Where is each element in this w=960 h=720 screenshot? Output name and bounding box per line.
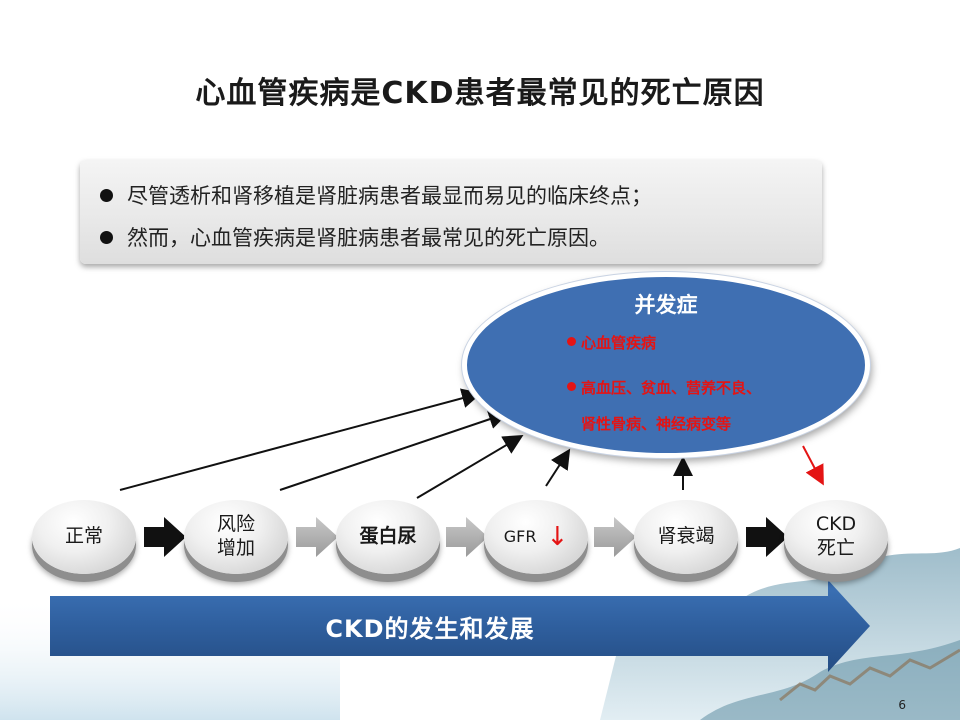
stage-label: CKD 死亡 <box>815 513 857 559</box>
bullet-box: 尽管透析和肾移植是肾脏病患者最显而易见的临床终点； 然而，心血管疾病是肾脏病患者… <box>80 160 822 264</box>
stage-normal: 正常 <box>32 500 136 574</box>
stage-proteinuria: 蛋白尿 <box>336 500 440 574</box>
stage-arrow-2 <box>296 517 338 557</box>
complication-text: 高血压、贫血、营养不良、 <box>581 379 762 397</box>
link-normal-to-complications <box>119 388 482 491</box>
bullet-dot-icon <box>567 337 576 346</box>
slide-title: 心血管疾病是CKD患者最常见的死亡原因 <box>195 76 765 111</box>
stage-label: 蛋白尿 <box>359 525 417 548</box>
complications-oval: 并发症 心血管疾病 高血压、贫血、营养不良、 肾性骨病、神经病变等 <box>462 272 870 458</box>
stage-risk-increase: 风险 增加 <box>184 500 288 574</box>
link-complications-to-death <box>802 445 824 486</box>
stage-label: 肾衰竭 <box>657 525 715 548</box>
bullet-dot-icon <box>100 230 113 244</box>
stage-label: 风险 增加 <box>216 513 255 559</box>
bullet-dot-icon <box>567 382 576 391</box>
banner-label: CKD的发生和发展 <box>325 614 535 643</box>
page-number: 6 <box>898 698 906 712</box>
stage-ckd-death: CKD 死亡 <box>784 500 888 574</box>
complications-title: 并发症 <box>634 293 698 317</box>
stage-label: GFR <box>503 527 537 546</box>
bullet-item: 然而，心血管疾病是肾脏病患者最常见的死亡原因。 <box>100 222 610 252</box>
link-proteinuria-to-complications <box>416 434 524 499</box>
link-gfr-to-complications <box>545 448 571 487</box>
stage-label: 正常 <box>64 525 103 548</box>
stage-arrow-5 <box>746 517 788 557</box>
complication-text: 心血管疾病 <box>581 334 657 352</box>
down-arrow-icon: ↓ <box>546 521 569 552</box>
bullet-item: 尽管透析和肾移植是肾脏病患者最显而易见的临床终点； <box>100 180 652 210</box>
stage-arrow-4 <box>594 517 636 557</box>
bullet-dot-icon <box>100 188 113 202</box>
complication-item: 心血管疾病 <box>567 332 656 353</box>
stage-arrow-1 <box>144 517 186 557</box>
complication-item: 高血压、贫血、营养不良、 <box>567 377 761 398</box>
stage-arrow-3 <box>446 517 488 557</box>
stage-gfr-decline: GFR ↓ <box>484 500 588 574</box>
stage-kidney-failure: 肾衰竭 <box>634 500 738 574</box>
bullet-text: 尽管透析和肾移植是肾脏病患者最显而易见的临床终点； <box>127 184 652 208</box>
bullet-text: 然而，心血管疾病是肾脏病患者最常见的死亡原因。 <box>127 226 610 250</box>
complication-text-continued: 肾性骨病、神经病变等 <box>581 415 732 433</box>
link-risk-to-complications <box>279 409 509 491</box>
